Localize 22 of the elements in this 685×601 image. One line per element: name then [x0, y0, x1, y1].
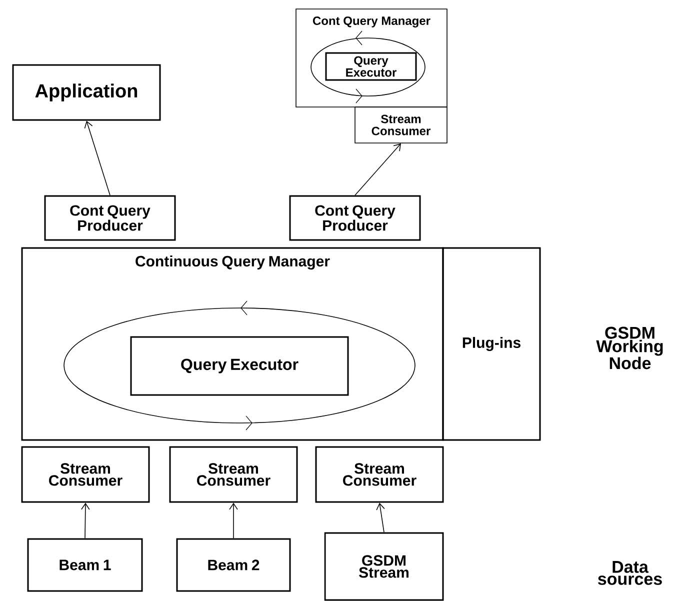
arrow	[81, 502, 90, 539]
application-box: Application	[12, 64, 161, 121]
loop-ellipse	[64, 300, 416, 430]
arrow	[229, 502, 238, 539]
source-box: Beam 2	[176, 538, 291, 592]
consumer-box: Stream Consumer	[315, 446, 444, 503]
side-label: Data sources	[598, 561, 662, 585]
arrow	[376, 502, 385, 533]
loop-ellipse	[310, 30, 426, 104]
arrow	[354, 143, 401, 196]
side-label: GSDM Working Node	[596, 326, 663, 370]
executor-box: Query Executor	[130, 336, 349, 396]
consumer-box: Stream Consumer	[354, 106, 448, 144]
source-box: GSDM Stream	[324, 532, 444, 601]
source-box: Beam 1	[27, 538, 143, 592]
executor-box: Query Executor	[325, 52, 417, 81]
producer-box: Cont Query Producer	[289, 195, 421, 241]
consumer-box: Stream Consumer	[169, 446, 298, 503]
plugin-box: Plug-ins	[442, 247, 541, 441]
arrow	[84, 120, 110, 196]
producer-box: Cont Query Producer	[44, 195, 176, 241]
consumer-box: Stream Consumer	[21, 446, 150, 503]
